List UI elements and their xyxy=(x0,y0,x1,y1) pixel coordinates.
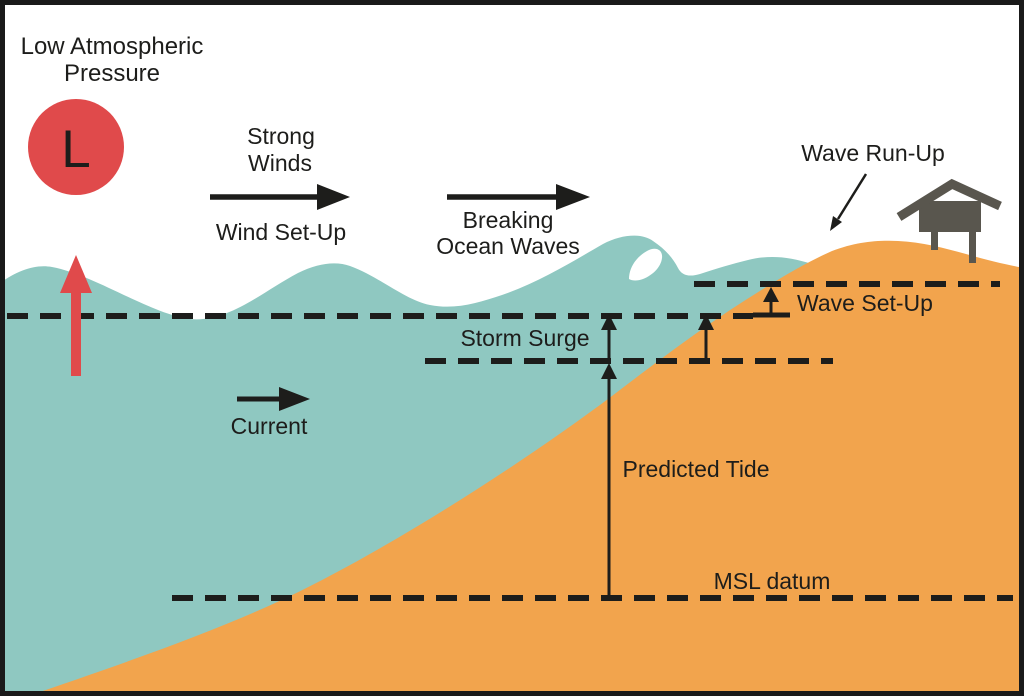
breaking-waves-arrow-head xyxy=(556,184,590,210)
storm-surge-arrow xyxy=(601,314,617,358)
wave-runup-pointer-shaft xyxy=(836,173,868,220)
storm-surge-arrow-head xyxy=(601,314,617,330)
wave-runup-pointer-arrow xyxy=(830,173,868,231)
wind-arrow-head xyxy=(317,184,350,210)
strong-winds-label-line2: Winds xyxy=(248,150,312,176)
strong-winds-label-line1: Strong xyxy=(247,123,315,149)
house-roof xyxy=(896,178,1002,221)
house-icon xyxy=(896,178,1002,263)
wave-runup-pointer-head xyxy=(830,216,842,231)
msl-datum-label: MSL datum xyxy=(714,568,831,594)
beach-sand-shape xyxy=(28,240,1024,696)
house-left-stilt xyxy=(931,232,938,250)
low-pressure-icon xyxy=(28,99,124,195)
low-pressure-symbol-letter: L xyxy=(61,120,90,179)
storm-surge-label: Storm Surge xyxy=(460,325,589,351)
wind-arrow xyxy=(210,184,350,210)
current-label: Current xyxy=(231,413,308,439)
wave-setup-arrow xyxy=(753,287,790,318)
pressure-rise-arrow xyxy=(60,255,92,376)
wave-runup-label: Wave Run-Up xyxy=(801,140,945,166)
breaking-waves-label-line1: Breaking xyxy=(463,207,554,233)
shore-surge-arrow-head xyxy=(698,314,714,330)
low-pressure-label-line1: Low Atmospheric xyxy=(21,33,204,60)
shore-surge-arrow xyxy=(698,314,714,358)
predicted-tide-label: Predicted Tide xyxy=(622,456,769,482)
breaking-waves-arrow xyxy=(447,184,590,210)
wind-setup-label: Wind Set-Up xyxy=(216,219,346,245)
low-pressure-label-line2: Pressure xyxy=(64,60,160,87)
predicted-tide-arrow-head xyxy=(601,363,617,379)
wave-setup-arrow-head xyxy=(763,287,779,302)
house-body xyxy=(919,201,981,232)
wave-curl-highlight xyxy=(629,248,663,281)
breaking-waves-label-line2: Ocean Waves xyxy=(436,233,580,259)
current-arrow-head xyxy=(279,387,310,411)
predicted-tide-arrow xyxy=(601,363,617,595)
house-right-stilt xyxy=(969,232,976,263)
current-arrow xyxy=(237,387,310,411)
wave-setup-label: Wave Set-Up xyxy=(797,290,933,316)
